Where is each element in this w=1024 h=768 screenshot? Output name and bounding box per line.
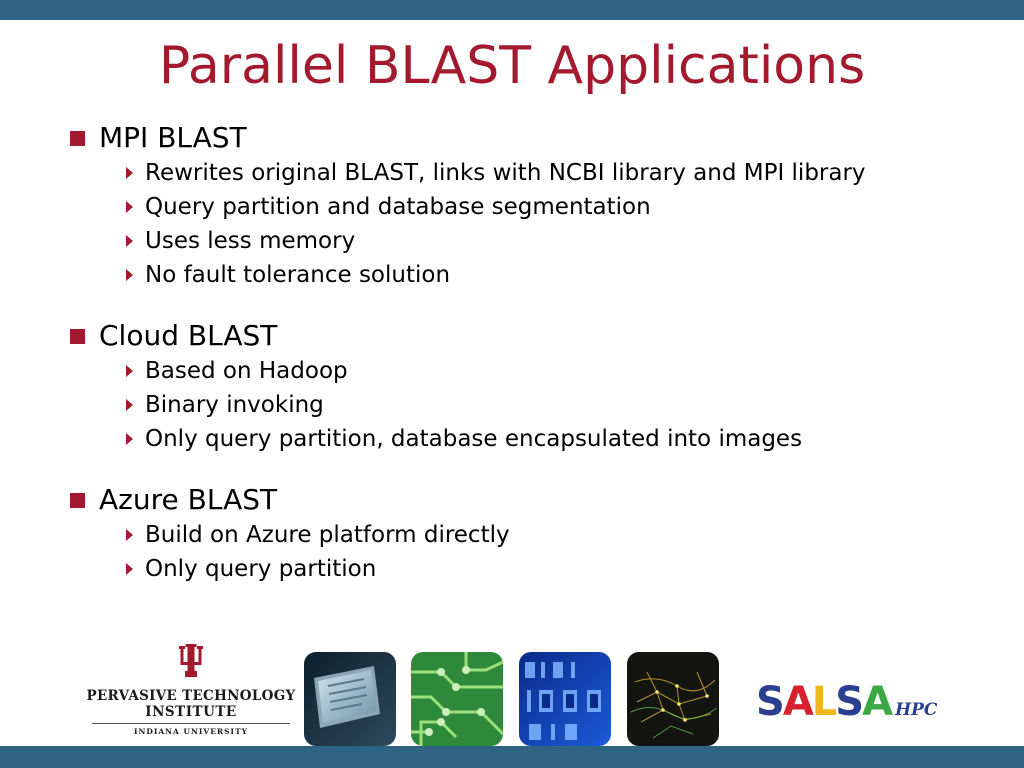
section-heading: Azure BLAST bbox=[70, 482, 1000, 518]
list-item: Only query partition bbox=[126, 552, 1000, 586]
list-item: Query partition and database segmentatio… bbox=[126, 190, 1000, 224]
section-label: MPI BLAST bbox=[99, 121, 247, 154]
bottom-bar bbox=[0, 746, 1024, 768]
salsa-letter: A bbox=[782, 679, 814, 725]
salsa-letter: L bbox=[811, 679, 837, 725]
triangle-bullet-icon bbox=[126, 235, 133, 247]
list-item-text: Rewrites original BLAST, links with NCBI… bbox=[145, 160, 866, 186]
list-item-text: Based on Hadoop bbox=[145, 358, 348, 384]
triangle-bullet-icon bbox=[126, 201, 133, 213]
slide-title: Parallel BLAST Applications bbox=[158, 36, 866, 96]
pervasive-technology-institute-logo: PERVASIVE TECHNOLOGY INSTITUTE INDIANA U… bbox=[86, 644, 296, 740]
triangle-bullet-icon bbox=[126, 269, 133, 281]
section-azure-blast: Azure BLAST Build on Azure platform dire… bbox=[70, 482, 1000, 586]
square-bullet-icon bbox=[70, 130, 85, 146]
list-item: Build on Azure platform directly bbox=[126, 518, 1000, 552]
list-item: No fault tolerance solution bbox=[126, 258, 1000, 292]
list-item-text: Only query partition, database encapsula… bbox=[145, 426, 803, 452]
triangle-bullet-icon bbox=[126, 433, 133, 445]
list-item-text: Uses less memory bbox=[145, 228, 356, 254]
triangle-bullet-icon bbox=[126, 365, 133, 377]
salsa-letter: S bbox=[835, 679, 864, 725]
square-bullet-icon bbox=[70, 492, 85, 508]
triangle-bullet-icon bbox=[126, 167, 133, 179]
circuit-board-image bbox=[411, 652, 503, 746]
list-item: Binary invoking bbox=[126, 388, 1000, 422]
network-map-image bbox=[627, 652, 719, 746]
sub-bullet-list: Build on Azure platform directly Only qu… bbox=[70, 518, 1000, 586]
top-bar bbox=[0, 0, 1024, 20]
triangle-bullet-icon bbox=[126, 529, 133, 541]
salsa-hpc-suffix: HPC bbox=[895, 700, 938, 720]
list-item-text: No fault tolerance solution bbox=[145, 262, 451, 288]
list-item-text: Query partition and database segmentatio… bbox=[145, 194, 651, 220]
section-mpi-blast: MPI BLAST Rewrites original BLAST, links… bbox=[70, 120, 1000, 292]
binary-code-image bbox=[519, 652, 611, 746]
triangle-bullet-icon bbox=[126, 563, 133, 575]
section-heading: Cloud BLAST bbox=[70, 318, 1000, 354]
list-item: Uses less memory bbox=[126, 224, 1000, 258]
slide-footer: PERVASIVE TECHNOLOGY INSTITUTE INDIANA U… bbox=[0, 640, 1024, 746]
section-heading: MPI BLAST bbox=[70, 120, 1000, 156]
list-item-text: Build on Azure platform directly bbox=[145, 522, 510, 548]
salsa-letter: S bbox=[756, 679, 785, 725]
sub-bullet-list: Rewrites original BLAST, links with NCBI… bbox=[70, 156, 1000, 292]
iu-logo-line3: INDIANA UNIVERSITY bbox=[133, 727, 248, 736]
square-bullet-icon bbox=[70, 328, 85, 344]
slide-content: MPI BLAST Rewrites original BLAST, links… bbox=[70, 120, 1000, 612]
iu-logo-divider bbox=[92, 723, 290, 724]
list-item: Rewrites original BLAST, links with NCBI… bbox=[126, 156, 1000, 190]
sub-bullet-list: Based on Hadoop Binary invoking Only que… bbox=[70, 354, 1000, 456]
section-label: Cloud BLAST bbox=[99, 319, 278, 352]
list-item: Based on Hadoop bbox=[126, 354, 1000, 388]
list-item-text: Binary invoking bbox=[145, 392, 324, 418]
iu-logo-line1: PERVASIVE TECHNOLOGY bbox=[86, 688, 296, 704]
iu-logo-line2: INSTITUTE bbox=[145, 704, 237, 720]
triangle-bullet-icon bbox=[126, 399, 133, 411]
salsa-letter: A bbox=[862, 679, 893, 725]
iu-trident-icon bbox=[179, 644, 203, 677]
list-item: Only query partition, database encapsula… bbox=[126, 422, 1000, 456]
salsa-hpc-logo: S A L S A HPC bbox=[756, 678, 937, 722]
list-item-text: Only query partition bbox=[145, 556, 377, 582]
section-cloud-blast: Cloud BLAST Based on Hadoop Binary invok… bbox=[70, 318, 1000, 456]
section-label: Azure BLAST bbox=[99, 483, 278, 516]
monitor-image bbox=[304, 652, 396, 746]
